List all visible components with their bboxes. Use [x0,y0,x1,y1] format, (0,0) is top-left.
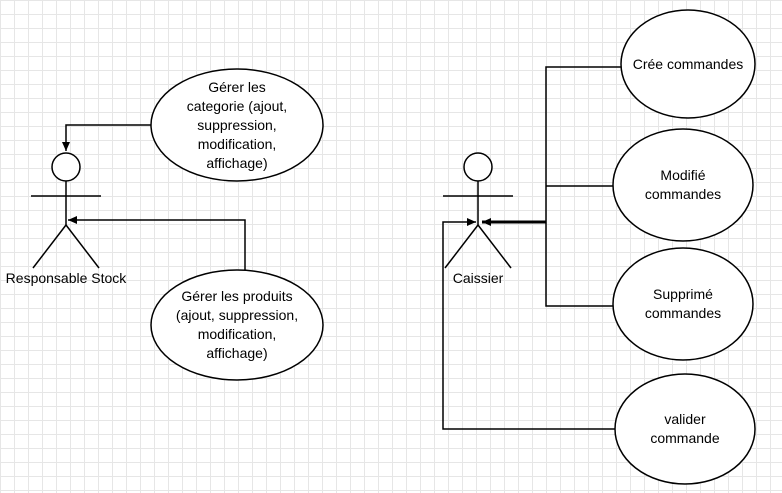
usecase-text-line: Supprimé [653,286,713,302]
actor-left-leg [444,224,479,269]
usecase-text-line: Gérer les produits [181,288,293,304]
usecase-text-line: suppression, [197,116,277,133]
usecase-text-line: Modifié [660,167,706,183]
usecase-text-line: Crée commandes [632,55,744,72]
usecase-gerer-produits-shape[interactable] [150,269,324,381]
connector-supprime-commandes [545,222,613,307]
actor-label-responsable-stock: Responsable Stock [5,270,127,286]
actor-right-leg [65,224,100,269]
connector-gerer-categorie [62,124,151,151]
connector-gerer-produits [68,216,246,270]
usecase-text-line: valider [664,411,706,427]
actor-head [463,152,493,182]
actor-head [51,152,81,182]
actor-right-leg [477,224,512,269]
actor-label-caissier: Caissier [452,270,504,286]
usecase-text-line: commandes [644,186,722,202]
usecase-cree-commandes-shape[interactable] [620,9,756,119]
usecase-text-line: Gérer les [208,78,266,95]
usecase-text-line: affichage) [206,345,268,361]
usecase-modifie-commandes-label: Modifié commandes [613,129,753,241]
usecase-valider-commande-label: valider commande [615,374,755,484]
connector-cree-commandes [545,66,621,222]
usecase-modifie-commandes-shape[interactable] [612,128,754,242]
usecase-text-line: modification, [197,135,277,152]
connector-valider-commande [442,218,615,430]
usecase-cree-commandes-label: Crée commandes [621,10,755,118]
actor-caissier[interactable] [443,152,513,269]
usecase-text-line: categorie (ajout, [186,97,288,114]
usecase-text-line: affichage) [206,154,268,171]
usecase-supprime-commandes-shape[interactable] [612,247,754,361]
actor-responsable-stock[interactable] [31,152,101,269]
usecase-text-line: commandes [644,305,722,321]
usecase-gerer-categorie-label: Gérer les categorie (ajout, suppression,… [151,69,323,181]
usecase-text-line: modification, [197,326,277,342]
usecase-text-line: commande [650,430,720,446]
usecase-text-line: (ajout, suppression, [175,307,299,323]
actor-left-leg [32,224,67,269]
usecase-supprime-commandes-label: Supprimé commandes [613,248,753,360]
usecase-gerer-produits-label: Gérer les produits (ajout, suppression, … [151,270,323,380]
